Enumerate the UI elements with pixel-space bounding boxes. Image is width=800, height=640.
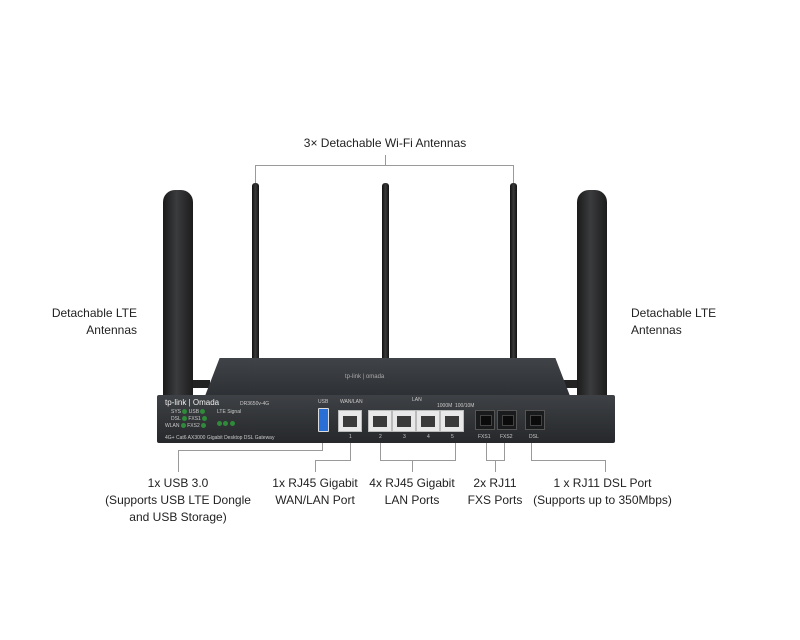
wan-port (338, 410, 362, 432)
callout-line (178, 450, 179, 472)
dsl-callout: 1 x RJ11 DSL Port(Supports up to 350Mbps… (533, 476, 672, 507)
led-icon (223, 421, 229, 427)
lte-antenna-left (163, 190, 193, 402)
lan-label: LAN (412, 397, 422, 403)
callout-line (531, 443, 532, 460)
lte-right-label: Detachable LTE Antennas (631, 305, 731, 339)
led-icon (202, 416, 208, 422)
label-line: Detachable LTE (631, 306, 717, 320)
callout-line (412, 460, 413, 472)
port-number: 3 (403, 434, 406, 440)
lan-port (392, 410, 416, 432)
speed-label: 100/10M (455, 403, 475, 409)
device-description: 4G+ Cat6 AX3000 Gigabit Desktop DSL Gate… (165, 435, 275, 441)
callout-line (322, 443, 323, 451)
model-label: DR3650v-4G (240, 401, 270, 407)
port-number: 1 (349, 434, 352, 440)
callout-line (385, 155, 386, 165)
callout-line (513, 165, 514, 183)
wifi-antenna (382, 183, 389, 361)
dsl-port (525, 410, 545, 430)
callout-line (255, 165, 514, 166)
fxs1-label: FXS1 (478, 434, 491, 440)
lan-port (416, 410, 440, 432)
port-number: 5 (451, 434, 454, 440)
callout-line (255, 165, 256, 183)
router-front-panel: tp-link | Omada DR3650v-4G SYS USB DSL F… (157, 395, 615, 443)
led-icon (201, 423, 207, 429)
led-label: SYS (171, 409, 182, 415)
led-icon (200, 409, 206, 415)
lte-left-label: Detachable LTE Antennas (37, 305, 137, 339)
label-line: Antennas (631, 323, 682, 337)
callout-line (455, 443, 456, 460)
callout-line (380, 443, 381, 460)
callout-line (315, 460, 316, 472)
speed-label: 1000M (437, 403, 453, 409)
lte-signal-label: LTE Signal (217, 409, 242, 415)
router-top-panel: tp-link | omada (205, 358, 570, 396)
brand-logo: tp-link | Omada (165, 398, 220, 407)
callout-line (504, 443, 505, 460)
wifi-antennas-label: 3× Detachable Wi-Fi Antennas (303, 136, 467, 150)
led-icon (181, 416, 187, 422)
lan-port (440, 410, 464, 432)
dsl-label: DSL (529, 434, 539, 440)
led-label: WLAN (165, 423, 180, 429)
led-icon (217, 421, 222, 427)
callout-line (486, 443, 487, 460)
usb-label: USB (318, 399, 329, 405)
lte-antenna-right (577, 190, 607, 402)
antenna-hinge (180, 380, 210, 388)
callout-line (531, 460, 606, 461)
led-icon (229, 421, 235, 427)
fxs2-port (497, 410, 517, 430)
led-icon (182, 409, 188, 415)
led-label: FXS1 (188, 416, 201, 422)
fxs2-label: FXS2 (500, 434, 513, 440)
wifi-antenna (510, 183, 517, 361)
led-label: USB (188, 409, 200, 415)
callout-line (315, 460, 351, 461)
wifi-antenna (252, 183, 259, 361)
callout-line (380, 460, 456, 461)
wan-label: WAN/LAN (340, 399, 363, 405)
label-line: Antennas (86, 323, 137, 337)
callout-line (495, 460, 496, 472)
callout-line (178, 450, 323, 451)
callout-line (605, 460, 606, 472)
label-line: Detachable LTE (51, 306, 137, 320)
lan-port (368, 410, 392, 432)
antenna-hinge (560, 380, 590, 388)
led-icon (180, 423, 186, 429)
led-label: FXS2 (187, 423, 200, 429)
led-label: DSL (171, 416, 181, 422)
port-number: 4 (427, 434, 430, 440)
fxs1-port (475, 410, 495, 430)
usb-port (318, 408, 329, 432)
top-logo: tp-link | omada (345, 374, 385, 380)
callout-line (350, 443, 351, 460)
port-number: 2 (379, 434, 382, 440)
